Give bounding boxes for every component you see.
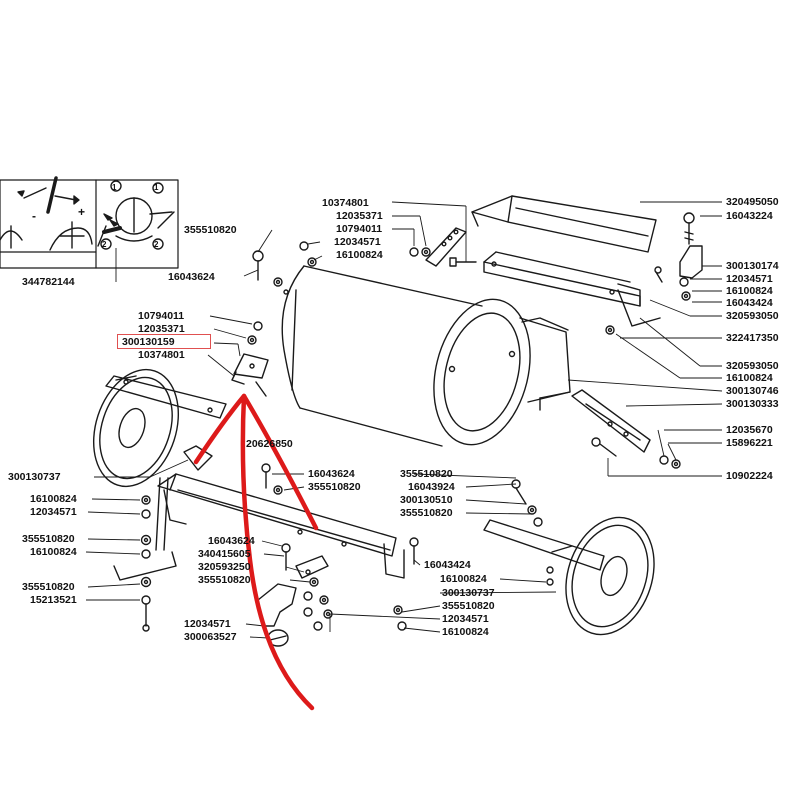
part-label: 10902224: [726, 470, 773, 482]
part-label: 12034571: [184, 618, 231, 630]
part-label: 10374801: [138, 349, 185, 361]
part-label: 12034571: [334, 236, 381, 248]
part-label: 355510820: [22, 581, 75, 593]
inset-part-number: 344782144: [22, 276, 75, 288]
inset-mark: 2: [102, 240, 107, 249]
part-label: 12035371: [138, 323, 185, 335]
part-label: 16100824: [440, 573, 487, 585]
part-label: 355510820: [22, 533, 75, 545]
part-label: 12034571: [30, 506, 77, 518]
part-label: 16100824: [442, 626, 489, 638]
inset-plus-sign: +: [78, 205, 86, 219]
part-label: 16043924: [408, 481, 455, 493]
part-label: 12035371: [336, 210, 383, 222]
part-label: 16043224: [726, 210, 773, 222]
leader-lines: [85, 201, 723, 639]
scraper-assembly: [252, 195, 703, 335]
part-label: 16043424: [726, 297, 773, 309]
part-label: 320593250: [198, 561, 251, 573]
towing-frame: [113, 445, 419, 581]
inset-mark: 1: [154, 183, 159, 192]
part-label: 300130746: [726, 385, 779, 397]
part-label: 10374801: [322, 197, 369, 209]
left-wheel: [92, 368, 227, 488]
part-label: 355510820: [308, 481, 361, 493]
inset-minus-sign: -: [32, 209, 36, 223]
part-label: 355510820: [400, 468, 453, 480]
part-label: 12034571: [726, 273, 773, 285]
part-label: 300130737: [8, 471, 61, 483]
part-label: 16100824: [30, 493, 77, 505]
part-label: 16043424: [424, 559, 471, 571]
part-label: 16043624: [308, 468, 355, 480]
part-label: 16043624: [168, 271, 215, 283]
highlight-box: [117, 334, 211, 349]
part-label: 10794011: [138, 310, 185, 322]
part-label-highlighted: 300130159: [122, 336, 175, 348]
inset-mark: 2: [154, 240, 159, 249]
part-label: 10794011: [336, 223, 383, 235]
part-label: 12035670: [726, 424, 773, 436]
left-hardware-column: [140, 495, 152, 632]
part-label: 16043624: [208, 535, 255, 547]
part-label: 16100824: [30, 546, 77, 558]
part-label: 16100824: [336, 249, 383, 261]
part-label: 300130737: [442, 587, 495, 599]
part-label: 300130510: [400, 494, 453, 506]
part-label: 300063527: [184, 631, 237, 643]
part-label: 300130333: [726, 398, 779, 410]
part-label: 355510820: [184, 224, 237, 236]
part-label: 322417350: [726, 332, 779, 344]
red-annotation-arrow: [193, 393, 319, 711]
part-label: 300130174: [726, 260, 779, 272]
part-label: 16100824: [726, 372, 773, 384]
center-lower-hardware: [257, 543, 407, 647]
part-label: 320593050: [726, 360, 779, 372]
right-wheel: [483, 389, 681, 636]
inset-mark: 1: [112, 183, 117, 192]
part-label: 16100824: [726, 285, 773, 297]
part-label: 15896221: [726, 437, 773, 449]
roller-drum: [281, 265, 571, 447]
part-label: 355510820: [198, 574, 251, 586]
part-label: 355510820: [400, 507, 453, 519]
part-label: 15213521: [30, 594, 77, 606]
part-label: 12034571: [442, 613, 489, 625]
part-label: 340415605: [198, 548, 251, 560]
adjustment-inset: [0, 176, 179, 269]
part-label: 355510820: [442, 600, 495, 612]
part-label: 20626850: [246, 438, 293, 450]
left-hanger-bracket: [231, 321, 269, 397]
part-label: 320495050: [726, 196, 779, 208]
part-label: 320593050: [726, 310, 779, 322]
